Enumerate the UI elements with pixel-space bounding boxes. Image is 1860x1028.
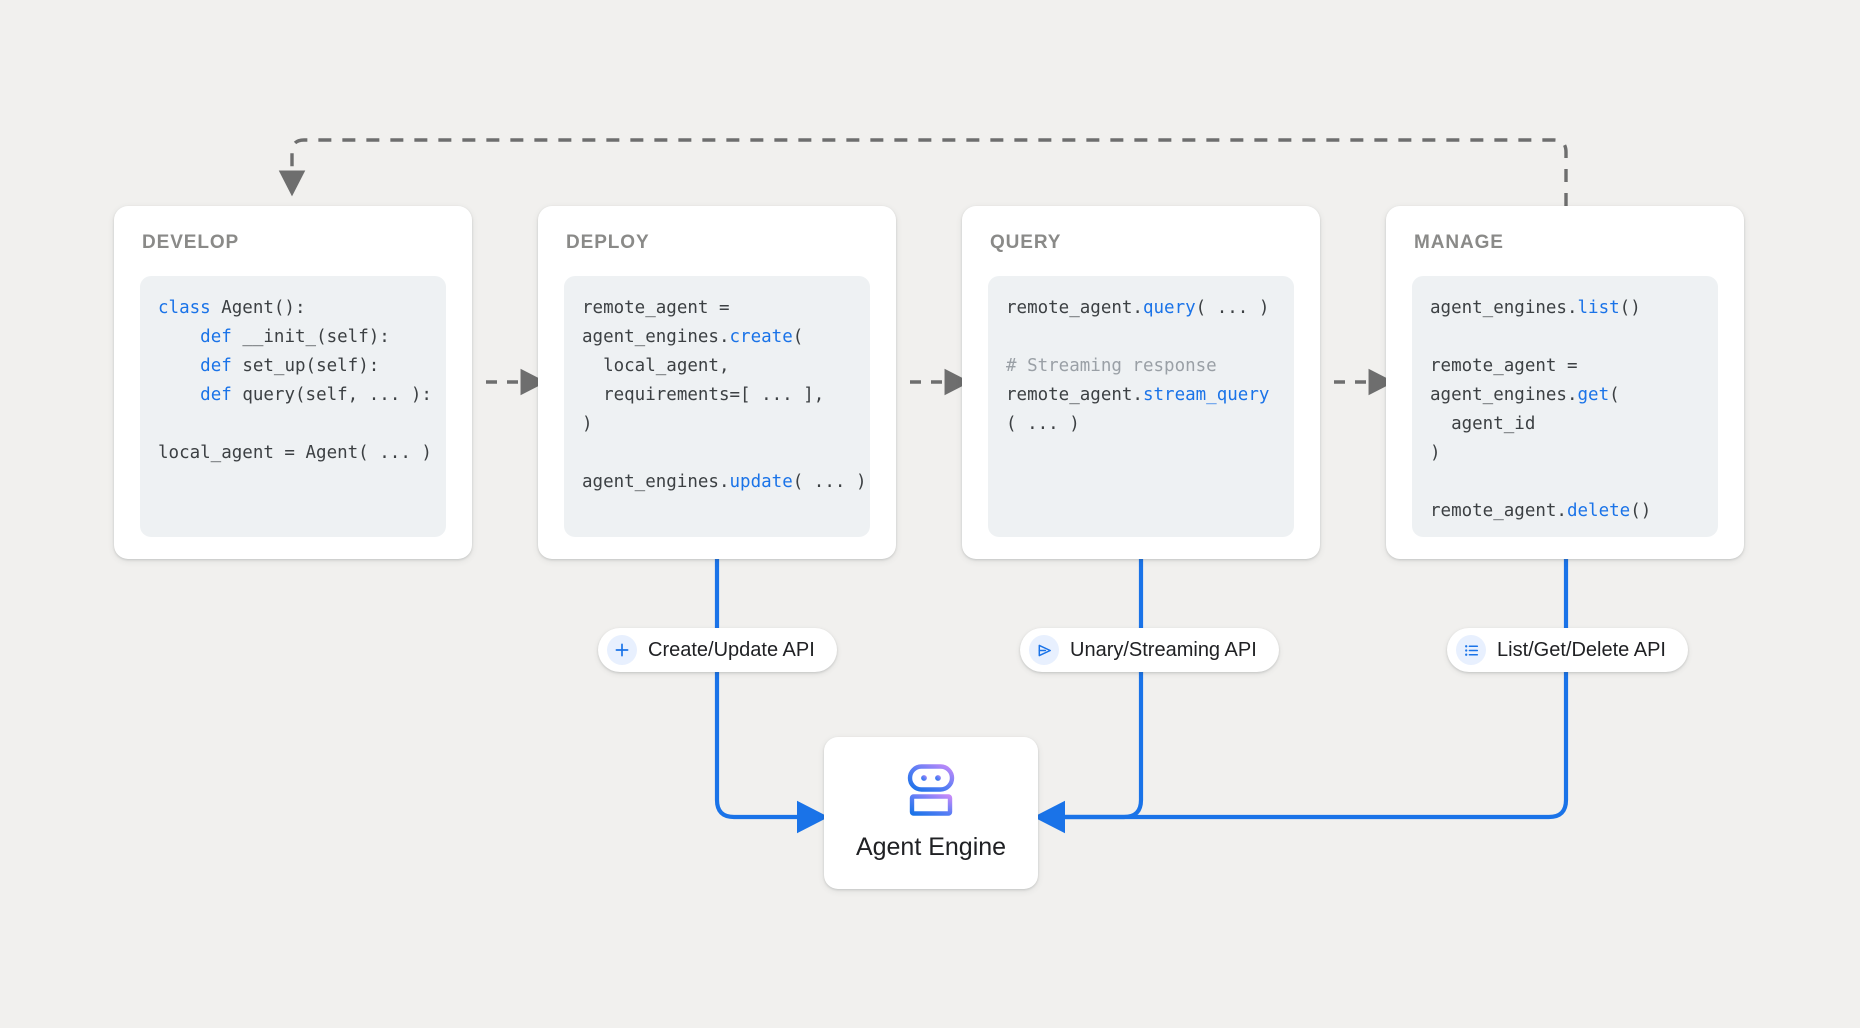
list-icon <box>1456 635 1486 665</box>
wire-query-to-agent-engine <box>1060 559 1144 820</box>
code-block-deploy: remote_agent = agent_engines.create( loc… <box>564 276 870 537</box>
stage-card-manage: MANAGE agent_engines.list() remote_agent… <box>1386 206 1744 559</box>
api-pill-create-update[interactable]: Create/Update API <box>598 628 837 672</box>
plus-icon <box>607 635 637 665</box>
stage-card-deploy: DEPLOY remote_agent = agent_engines.crea… <box>538 206 896 559</box>
stage-title-develop: DEVELOP <box>142 232 240 253</box>
agent-engine-node[interactable]: Agent Engine <box>824 737 1038 889</box>
robot-icon <box>900 764 962 823</box>
code-block-query: remote_agent.query( ... ) # Streaming re… <box>988 276 1294 537</box>
stage-title-manage: MANAGE <box>1414 232 1504 253</box>
feedback-loop-arrow <box>278 138 1568 206</box>
api-pill-label: List/Get/Delete API <box>1497 638 1666 661</box>
stage-title-deploy: DEPLOY <box>566 232 650 253</box>
api-pill-label: Create/Update API <box>648 638 815 661</box>
stage-title-query: QUERY <box>990 232 1062 253</box>
api-pill-list-get-delete[interactable]: List/Get/Delete API <box>1447 628 1688 672</box>
stage-card-develop: DEVELOP class Agent(): def __init_(self)… <box>114 206 472 559</box>
api-pill-label: Unary/Streaming API <box>1070 638 1257 661</box>
stage-card-query: QUERY remote_agent.query( ... ) # Stream… <box>962 206 1320 559</box>
send-triangle-icon <box>1029 635 1059 665</box>
code-block-manage: agent_engines.list() remote_agent = agen… <box>1412 276 1718 537</box>
wire-deploy-to-agent-engine <box>714 559 829 834</box>
agent-engine-label: Agent Engine <box>855 833 1007 861</box>
code-block-develop: class Agent(): def __init_(self): def se… <box>140 276 446 537</box>
wire-manage-to-agent-engine <box>1033 559 1569 834</box>
api-pill-unary-streaming[interactable]: Unary/Streaming API <box>1020 628 1279 672</box>
